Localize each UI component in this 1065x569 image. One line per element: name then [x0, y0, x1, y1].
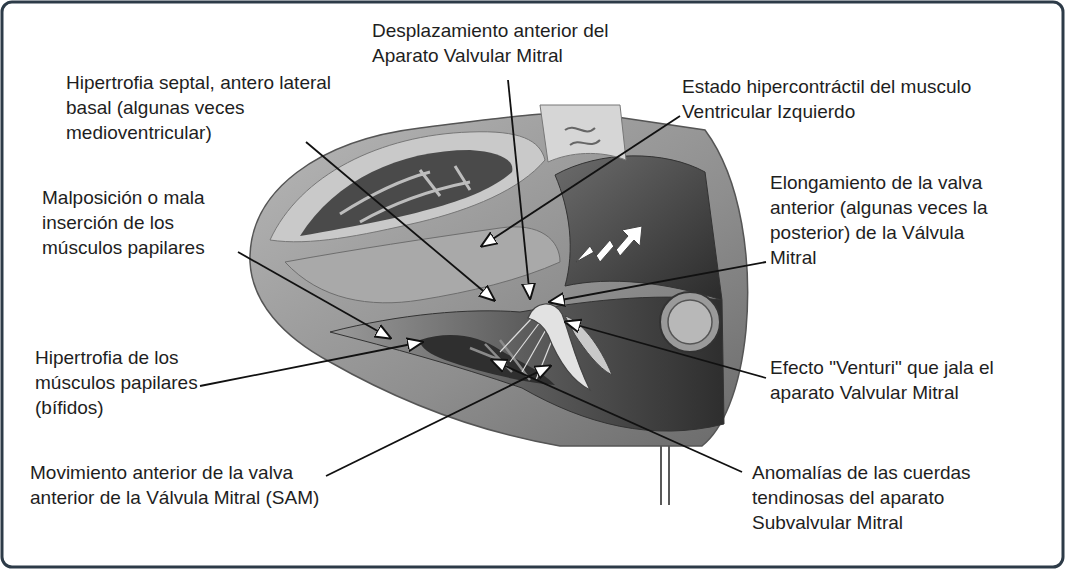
valve-ring [660, 292, 720, 352]
mitral-leaflet [565, 316, 612, 375]
leader-line [566, 322, 766, 378]
ventricle-wall [270, 132, 545, 242]
leader-line [508, 80, 530, 298]
papillary-muscle [420, 335, 555, 385]
vessel-line [660, 440, 662, 505]
callout-label: Malposición o mala inserción de los músc… [42, 185, 257, 260]
aorta [555, 156, 722, 300]
callout-label: Hipertrofia septal, antero lateral basal… [66, 70, 344, 145]
callout-label: Movimiento anterior de la valva anterior… [30, 460, 330, 510]
callout-label: Estado hipercontráctil del musculo Ventr… [682, 74, 1002, 124]
mitral-leaflet [528, 304, 590, 390]
septum [285, 227, 560, 303]
callout-label: Anomalías de las cuerdas tendinosas del … [752, 460, 1042, 535]
callout-label: Elongamiento de la valva anterior (algun… [770, 170, 1015, 270]
leader-line [326, 366, 550, 476]
leader-line [200, 342, 422, 386]
vessel-mark [565, 128, 600, 145]
flow-arrow [576, 226, 642, 262]
leader-line [492, 360, 742, 472]
leader-line [238, 252, 390, 338]
leader-line [306, 142, 494, 300]
trabeculae [340, 166, 470, 222]
leader-line [482, 116, 680, 246]
valve-ring [668, 300, 712, 344]
leader-line [550, 262, 766, 302]
vessel-line [668, 440, 670, 505]
callout-label: Desplazamiento anterior del Aparato Valv… [372, 18, 672, 68]
vessel [540, 105, 626, 162]
callout-label: Efecto "Venturi" que jala el aparato Val… [770, 355, 1055, 405]
papillary-muscle [470, 340, 530, 380]
callout-label: Hipertrofia de los músculos papilares (b… [35, 345, 215, 420]
